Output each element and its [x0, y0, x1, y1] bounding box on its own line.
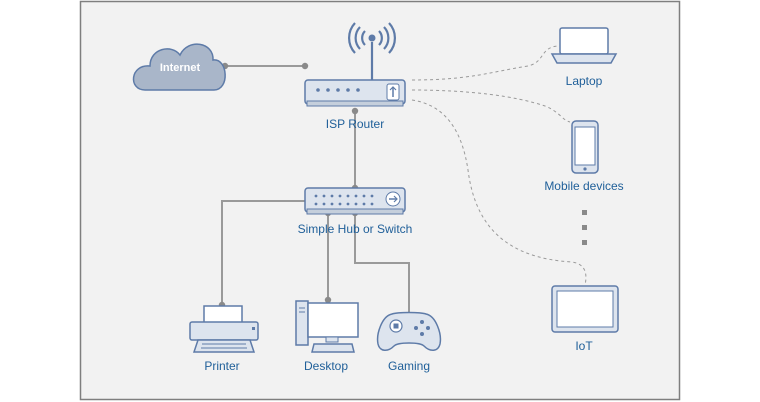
- mobile-label: Mobile devices: [544, 179, 623, 193]
- more-devices-ellipsis: [582, 210, 587, 245]
- printer-icon: [189, 305, 259, 353]
- printer-label: Printer: [204, 359, 239, 373]
- internet-label: Internet: [160, 62, 201, 74]
- router-label: ISP Router: [326, 117, 384, 131]
- wifi-router-icon: [304, 22, 406, 107]
- laptop-icon: [550, 27, 618, 64]
- iot-label: IoT: [575, 339, 593, 353]
- wire-switch-printer: [221, 200, 330, 305]
- gamepad-icon: [376, 311, 442, 351]
- wire-switch-gaming: [354, 213, 410, 316]
- iot-device: IoT: [551, 285, 619, 353]
- cloud-icon: [132, 43, 226, 91]
- desktop-computer-icon: [295, 300, 359, 353]
- mobile-device: Mobile devices: [544, 120, 624, 193]
- network-switch: Simple Hub or Switch: [298, 187, 413, 236]
- gaming-label: Gaming: [388, 359, 430, 373]
- laptop-label: Laptop: [566, 74, 603, 88]
- printer-device: Printer: [189, 305, 259, 373]
- wireless-connections: [411, 45, 587, 286]
- gaming-device: Gaming: [376, 311, 442, 373]
- wireless-link-laptop: [411, 45, 558, 81]
- laptop-device: Laptop: [550, 27, 618, 88]
- internet-cloud: Internet: [132, 43, 226, 91]
- smartphone-icon: [571, 120, 599, 174]
- switch-label: Simple Hub or Switch: [298, 222, 413, 236]
- isp-router: ISP Router: [304, 22, 406, 131]
- network-switch-icon: [304, 187, 406, 215]
- desktop-device: Desktop: [295, 300, 359, 373]
- wireless-link-mobile: [411, 89, 571, 123]
- tablet-icon: [551, 285, 619, 333]
- wireless-link-iot: [411, 99, 587, 286]
- desktop-label: Desktop: [304, 359, 348, 373]
